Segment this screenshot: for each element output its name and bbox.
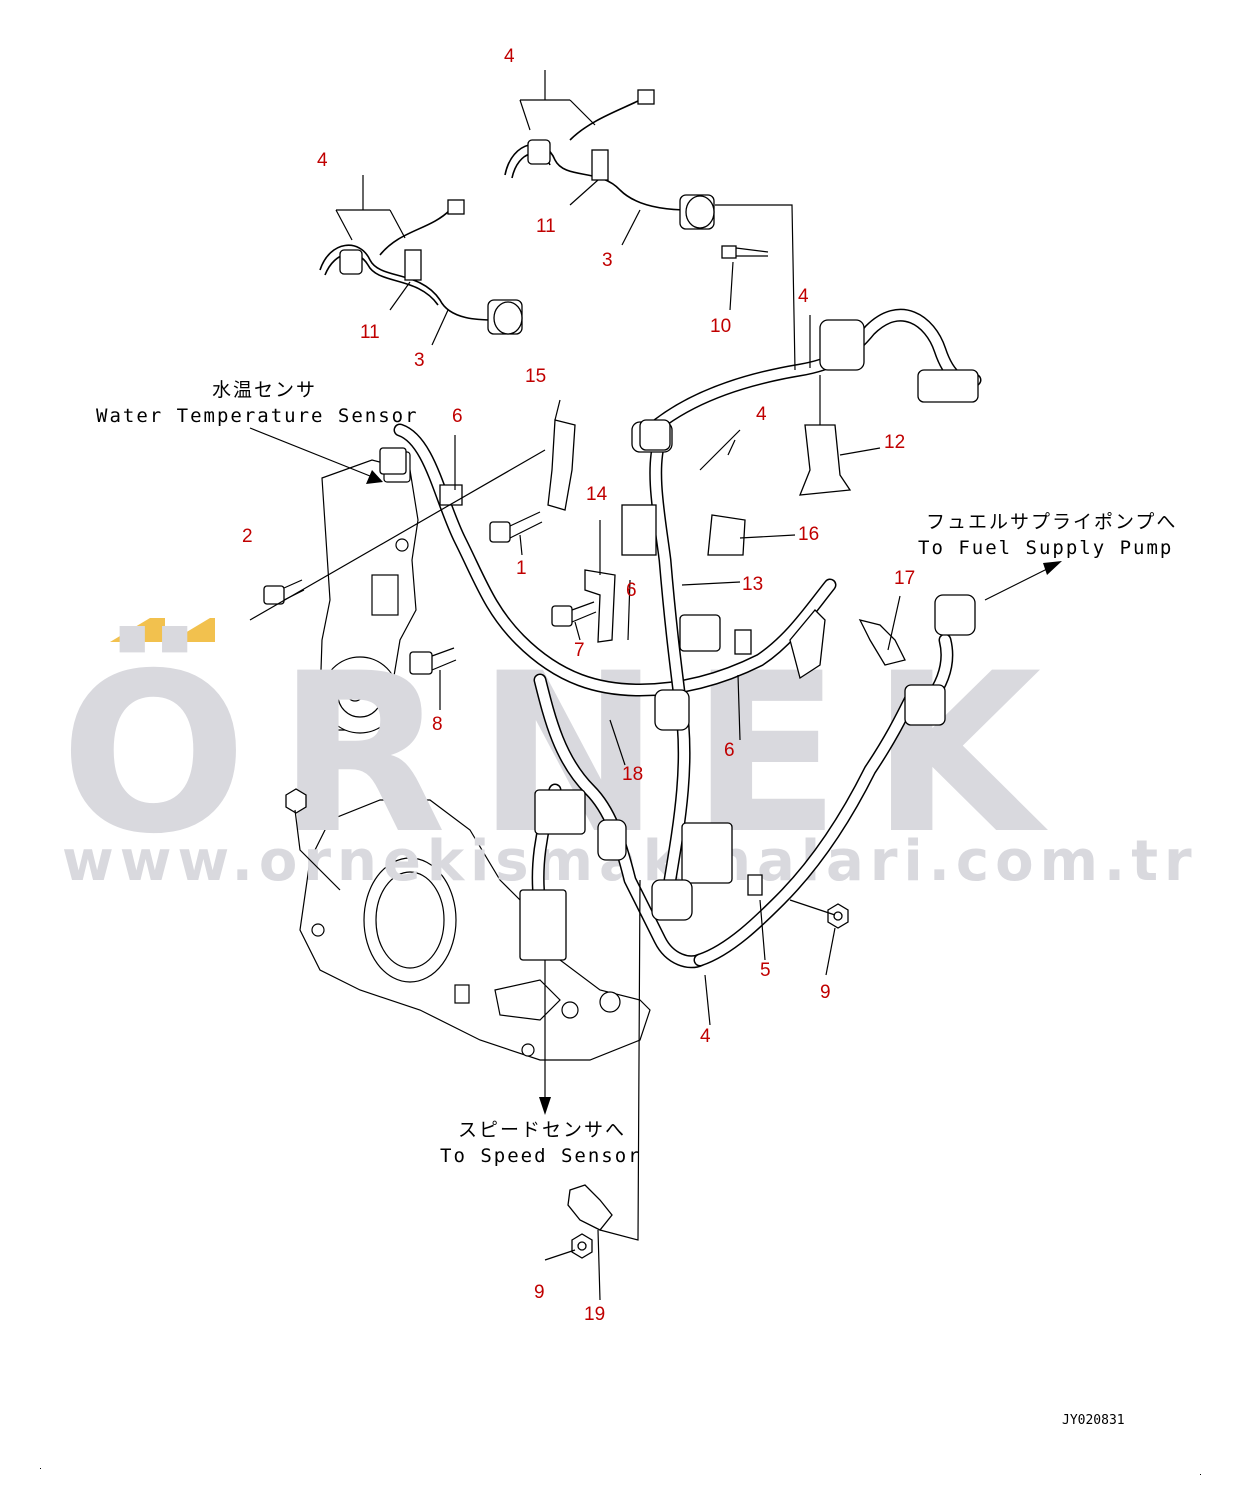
part-label-9: 9: [534, 1282, 545, 1303]
nut-9-right: [827, 903, 849, 929]
fasteners: [263, 511, 849, 1259]
speed-sensor-caption-en: To Speed Sensor: [440, 1145, 642, 1167]
part-label-11: 11: [360, 322, 380, 343]
leader-lines: [249, 70, 901, 1301]
fuel-pump-caption-jp: フュエルサプライポンプへ: [926, 511, 1177, 533]
fuel-pump-caption-en: To Fuel Supply Pump: [918, 537, 1173, 559]
part-label-2: 2: [242, 526, 253, 547]
part-label-10: 10: [710, 316, 731, 337]
part-label-3: 3: [414, 350, 425, 371]
part-label-4: 4: [798, 286, 809, 307]
part-label-4: 4: [317, 150, 328, 171]
watermark-accent-left: [110, 618, 165, 642]
part-label-18: 18: [622, 764, 643, 785]
part-label-17: 17: [894, 568, 915, 589]
part-label-16: 16: [798, 524, 819, 545]
bolt-8: [409, 647, 457, 675]
connector-assembly-top-right: [504, 89, 715, 230]
engine-block: [299, 451, 651, 1061]
part-label-4: 4: [700, 1026, 711, 1047]
speed-sensor-caption-jp: スピードセンサへ: [458, 1119, 626, 1141]
part-label-8: 8: [432, 714, 443, 735]
bolt-1: [489, 511, 543, 543]
brackets: [439, 419, 906, 1231]
water-temp-caption-en: Water Temperature Sensor: [96, 405, 419, 427]
part-callouts: 4 4 11 3 10 11 3 4 15 6 4 12 14 16 2 1 1…: [242, 46, 915, 1325]
part-label-4: 4: [504, 46, 515, 67]
part-label-19: 19: [584, 1304, 605, 1325]
part-label-11: 11: [536, 216, 556, 237]
part-label-6: 6: [452, 406, 463, 427]
nut-9-bottom: [571, 1233, 593, 1259]
part-label-15: 15: [525, 366, 546, 387]
part-label-5: 5: [760, 960, 771, 981]
connector-assembly-top-left: [319, 199, 523, 335]
part-label-1: 1: [516, 558, 527, 579]
bolt-10: [721, 245, 769, 259]
part-label-9: 9: [820, 982, 831, 1003]
harness-connectors: [379, 319, 979, 961]
corner-marks: [40, 1468, 1201, 1475]
part-label-13: 13: [742, 574, 763, 595]
watermark-accent-right: [170, 618, 215, 642]
captions: 水温センサ Water Temperature Sensor フュエルサプライポ…: [96, 379, 1177, 1428]
part-label-3: 3: [602, 250, 613, 271]
part-label-14: 14: [586, 484, 608, 505]
nut-top-left: [285, 788, 307, 814]
water-temp-caption-jp: 水温センサ: [212, 379, 317, 401]
part-label-6: 6: [724, 740, 735, 761]
part-label-6: 6: [626, 580, 637, 601]
drawing-ref: JY020831: [1062, 1413, 1125, 1428]
part-label-4: 4: [756, 404, 767, 425]
arrows: [249, 427, 1062, 1115]
part-label-7: 7: [574, 640, 585, 661]
bolt-7: [551, 601, 597, 627]
part-label-12: 12: [884, 432, 905, 453]
